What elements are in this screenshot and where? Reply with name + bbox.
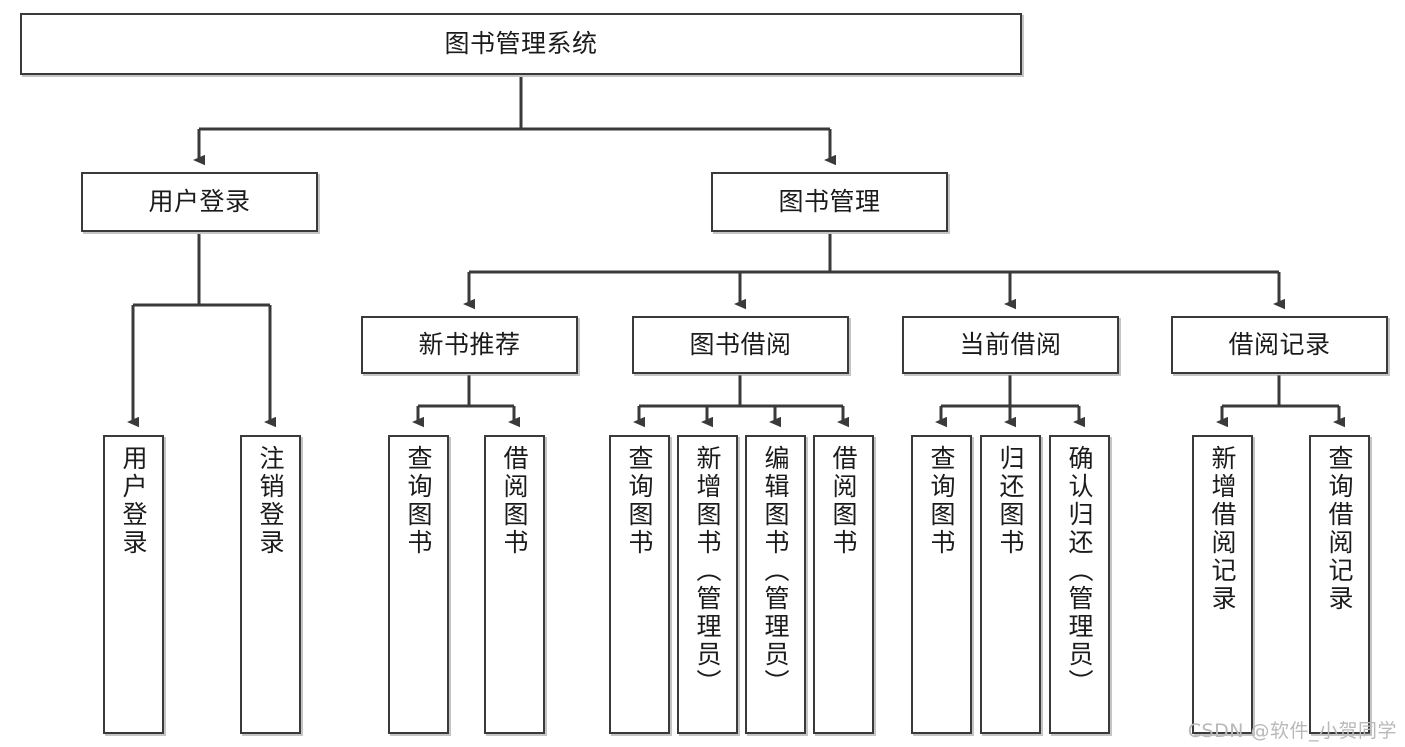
node-root-label: 图书管理系统 bbox=[444, 29, 598, 59]
leaf-current-borrow-query-label: 查询图书 bbox=[927, 445, 956, 557]
leaf-borrow-record-query-label: 查询借阅记录 bbox=[1325, 445, 1354, 613]
leaf-book-borrow-edit-label: 编辑图书（管理员） bbox=[761, 445, 790, 697]
node-book-borrow-label: 图书借阅 bbox=[689, 330, 792, 360]
watermark-text: CSDN @软件_小贺同学 bbox=[1187, 720, 1397, 742]
leaf-book-borrow-add[interactable]: 新增图书（管理员） bbox=[677, 435, 738, 734]
node-current-borrow-label: 当前借阅 bbox=[959, 330, 1062, 360]
node-book-management[interactable]: 图书管理 bbox=[711, 172, 948, 232]
leaf-current-borrow-query[interactable]: 查询图书 bbox=[911, 435, 972, 734]
node-book-management-label: 图书管理 bbox=[778, 187, 881, 217]
node-root[interactable]: 图书管理系统 bbox=[20, 13, 1022, 75]
leaf-user-login-logout[interactable]: 注销登录 bbox=[240, 435, 301, 734]
leaf-new-book-query-label: 查询图书 bbox=[404, 445, 433, 557]
leaf-book-borrow-edit[interactable]: 编辑图书（管理员） bbox=[745, 435, 806, 734]
leaf-new-book-query[interactable]: 查询图书 bbox=[388, 435, 449, 734]
node-borrow-record-label: 借阅记录 bbox=[1228, 330, 1331, 360]
leaf-book-borrow-add-label: 新增图书（管理员） bbox=[693, 445, 722, 697]
leaf-borrow-record-add[interactable]: 新增借阅记录 bbox=[1192, 435, 1253, 734]
leaf-book-borrow-query[interactable]: 查询图书 bbox=[609, 435, 670, 734]
leaf-user-login-logout-label: 注销登录 bbox=[256, 445, 285, 557]
leaf-current-borrow-confirm-label: 确认归还（管理员） bbox=[1065, 445, 1094, 697]
leaf-current-borrow-return[interactable]: 归还图书 bbox=[980, 435, 1041, 734]
leaf-current-borrow-return-label: 归还图书 bbox=[996, 445, 1025, 557]
leaf-new-book-borrow[interactable]: 借阅图书 bbox=[484, 435, 545, 734]
leaf-book-borrow-borrow[interactable]: 借阅图书 bbox=[813, 435, 874, 734]
leaf-user-login-login[interactable]: 用户登录 bbox=[103, 435, 164, 734]
node-current-borrow[interactable]: 当前借阅 bbox=[902, 316, 1119, 374]
leaf-current-borrow-confirm[interactable]: 确认归还（管理员） bbox=[1049, 435, 1110, 734]
leaf-user-login-login-label: 用户登录 bbox=[119, 445, 148, 557]
node-user-login-label: 用户登录 bbox=[148, 187, 251, 217]
node-book-borrow[interactable]: 图书借阅 bbox=[632, 316, 849, 374]
leaf-new-book-borrow-label: 借阅图书 bbox=[500, 445, 529, 557]
leaf-book-borrow-borrow-label: 借阅图书 bbox=[829, 445, 858, 557]
node-borrow-record[interactable]: 借阅记录 bbox=[1171, 316, 1388, 374]
leaf-book-borrow-query-label: 查询图书 bbox=[625, 445, 654, 557]
node-user-login[interactable]: 用户登录 bbox=[81, 172, 318, 232]
leaf-borrow-record-query[interactable]: 查询借阅记录 bbox=[1309, 435, 1370, 734]
leaf-borrow-record-add-label: 新增借阅记录 bbox=[1208, 445, 1237, 613]
node-new-book-recommend[interactable]: 新书推荐 bbox=[361, 316, 578, 374]
node-new-book-recommend-label: 新书推荐 bbox=[418, 330, 521, 360]
